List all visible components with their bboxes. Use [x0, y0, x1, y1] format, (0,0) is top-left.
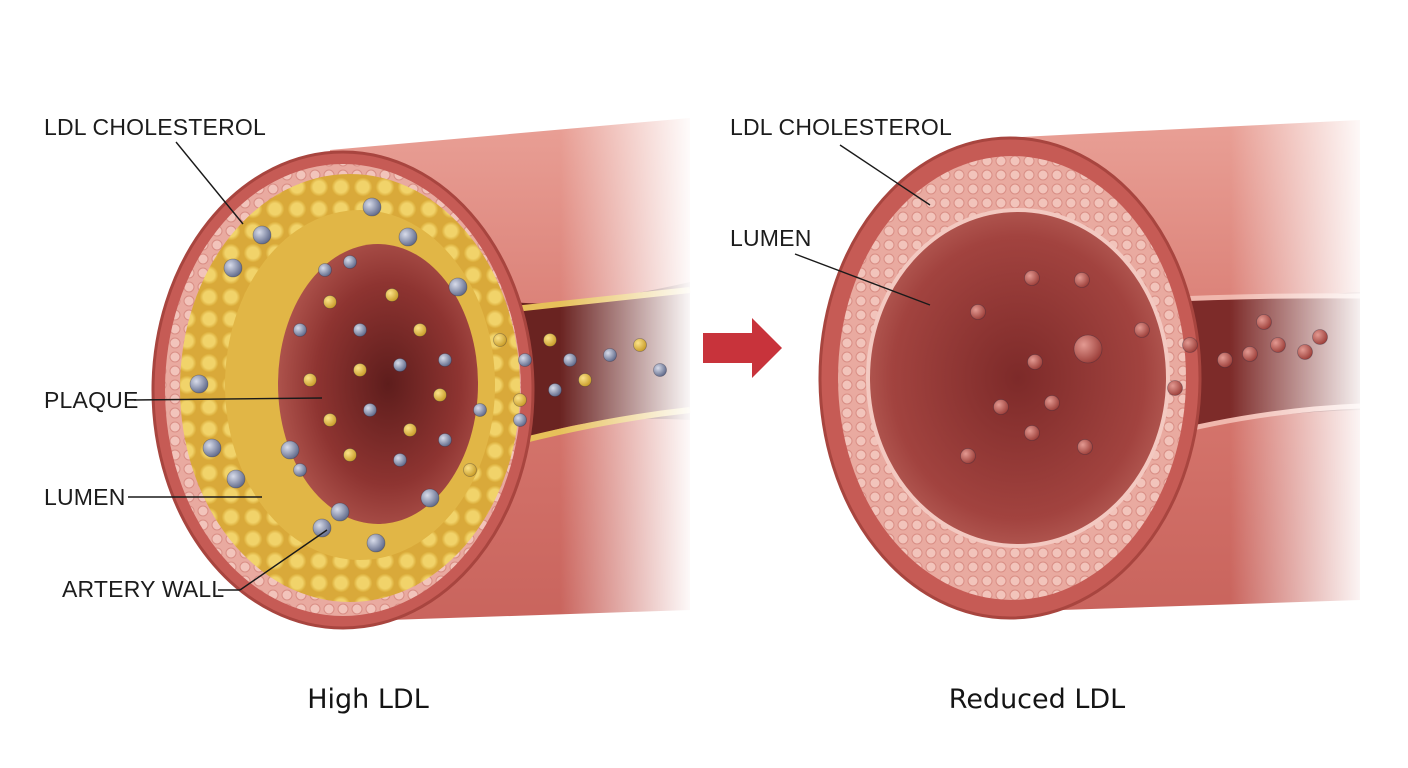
- ldl-particle: [223, 258, 243, 278]
- ldl-particle: [993, 399, 1009, 415]
- lumen-particle: [513, 413, 527, 427]
- lumen-particle: [353, 323, 367, 337]
- ldl-particle-large: [1073, 334, 1103, 364]
- caption-reduced-ldl: Reduced LDL: [949, 684, 1125, 715]
- ldl-particle: [252, 225, 272, 245]
- lumen-particle: [513, 393, 527, 407]
- lumen-particle: [463, 463, 477, 477]
- lumen-particle: [413, 323, 427, 337]
- ldl-particle: [1024, 425, 1040, 441]
- label-ldl-cholesterol-right: LDL CHOLESTEROL: [730, 114, 952, 140]
- ldl-particle: [1134, 322, 1150, 338]
- lumen-particle: [385, 288, 399, 302]
- lumen-particle: [363, 403, 377, 417]
- lumen-particle: [518, 353, 532, 367]
- ldl-particle: [420, 488, 440, 508]
- lumen-particle: [293, 463, 307, 477]
- lumen-particle: [323, 295, 337, 309]
- ldl-particle: [1217, 352, 1233, 368]
- lumen-particle: [633, 338, 647, 352]
- ldl-particle: [1270, 337, 1286, 353]
- lumen-particle: [438, 353, 452, 367]
- lumen-particle: [563, 353, 577, 367]
- leader-artery-wall: [239, 529, 328, 591]
- ldl-particle: [1242, 346, 1258, 362]
- arrow-icon: [703, 318, 782, 378]
- ldl-particle: [398, 227, 418, 247]
- lumen-particle: [318, 263, 332, 277]
- ldl-particle: [202, 438, 222, 458]
- right-lumen: [866, 208, 1170, 548]
- ldl-particle: [970, 304, 986, 320]
- right-artery: [818, 110, 1370, 620]
- lumen-particle: [343, 448, 357, 462]
- ldl-particle: [1044, 395, 1060, 411]
- left-lumen: [278, 244, 478, 524]
- lumen-particle: [403, 423, 417, 437]
- lumen-particle: [293, 323, 307, 337]
- leader-plaque: [133, 397, 323, 401]
- ldl-particle: [1077, 439, 1093, 455]
- lumen-particle: [653, 363, 667, 377]
- ldl-particle: [330, 502, 350, 522]
- right-labels: LDL CHOLESTEROL LUMEN: [730, 114, 952, 306]
- label-plaque: PLAQUE: [44, 387, 139, 413]
- lumen-particle: [438, 433, 452, 447]
- ldl-particle: [312, 518, 332, 538]
- ldl-particle: [226, 469, 246, 489]
- lumen-particle: [493, 333, 507, 347]
- label-ldl-cholesterol-left: LDL CHOLESTEROL: [44, 114, 266, 140]
- lumen-particle: [393, 453, 407, 467]
- lumen-particle: [303, 373, 317, 387]
- lumen-particle: [343, 255, 357, 269]
- ldl-particle: [1256, 314, 1272, 330]
- left-labels: LDL CHOLESTEROL PLAQUE LUMEN ARTERY WALL: [44, 114, 328, 602]
- ldl-particle: [1167, 380, 1183, 396]
- ldl-particle: [448, 277, 468, 297]
- leader-ldl-left: [175, 141, 244, 225]
- ldl-particle: [1297, 344, 1313, 360]
- ldl-particle: [366, 533, 386, 553]
- label-lumen-right: LUMEN: [730, 225, 812, 251]
- caption-high-ldl: High LDL: [307, 684, 429, 715]
- lumen-particle: [548, 383, 562, 397]
- ldl-particle: [1024, 270, 1040, 286]
- ldl-particle: [280, 440, 300, 460]
- ldl-particle: [1312, 329, 1328, 345]
- label-lumen-left: LUMEN: [44, 484, 126, 510]
- ldl-particle: [1182, 337, 1198, 353]
- leader-lumen-right: [794, 253, 931, 306]
- lumen-particle: [353, 363, 367, 377]
- ldl-particle: [1027, 354, 1043, 370]
- lumen-particle: [473, 403, 487, 417]
- label-artery-wall: ARTERY WALL: [62, 576, 224, 602]
- ldl-particle: [1074, 272, 1090, 288]
- left-ldl-particles: [189, 197, 667, 553]
- ldl-particle: [189, 374, 209, 394]
- lumen-particle: [603, 348, 617, 362]
- lumen-particle: [578, 373, 592, 387]
- lumen-particle: [433, 388, 447, 402]
- leader-ldl-right: [839, 144, 931, 206]
- ldl-particle: [362, 197, 382, 217]
- lumen-particle: [543, 333, 557, 347]
- ldl-particle: [960, 448, 976, 464]
- lumen-particle: [323, 413, 337, 427]
- left-artery: [151, 110, 695, 630]
- lumen-particle: [393, 358, 407, 372]
- right-ldl-particles: [960, 270, 1328, 464]
